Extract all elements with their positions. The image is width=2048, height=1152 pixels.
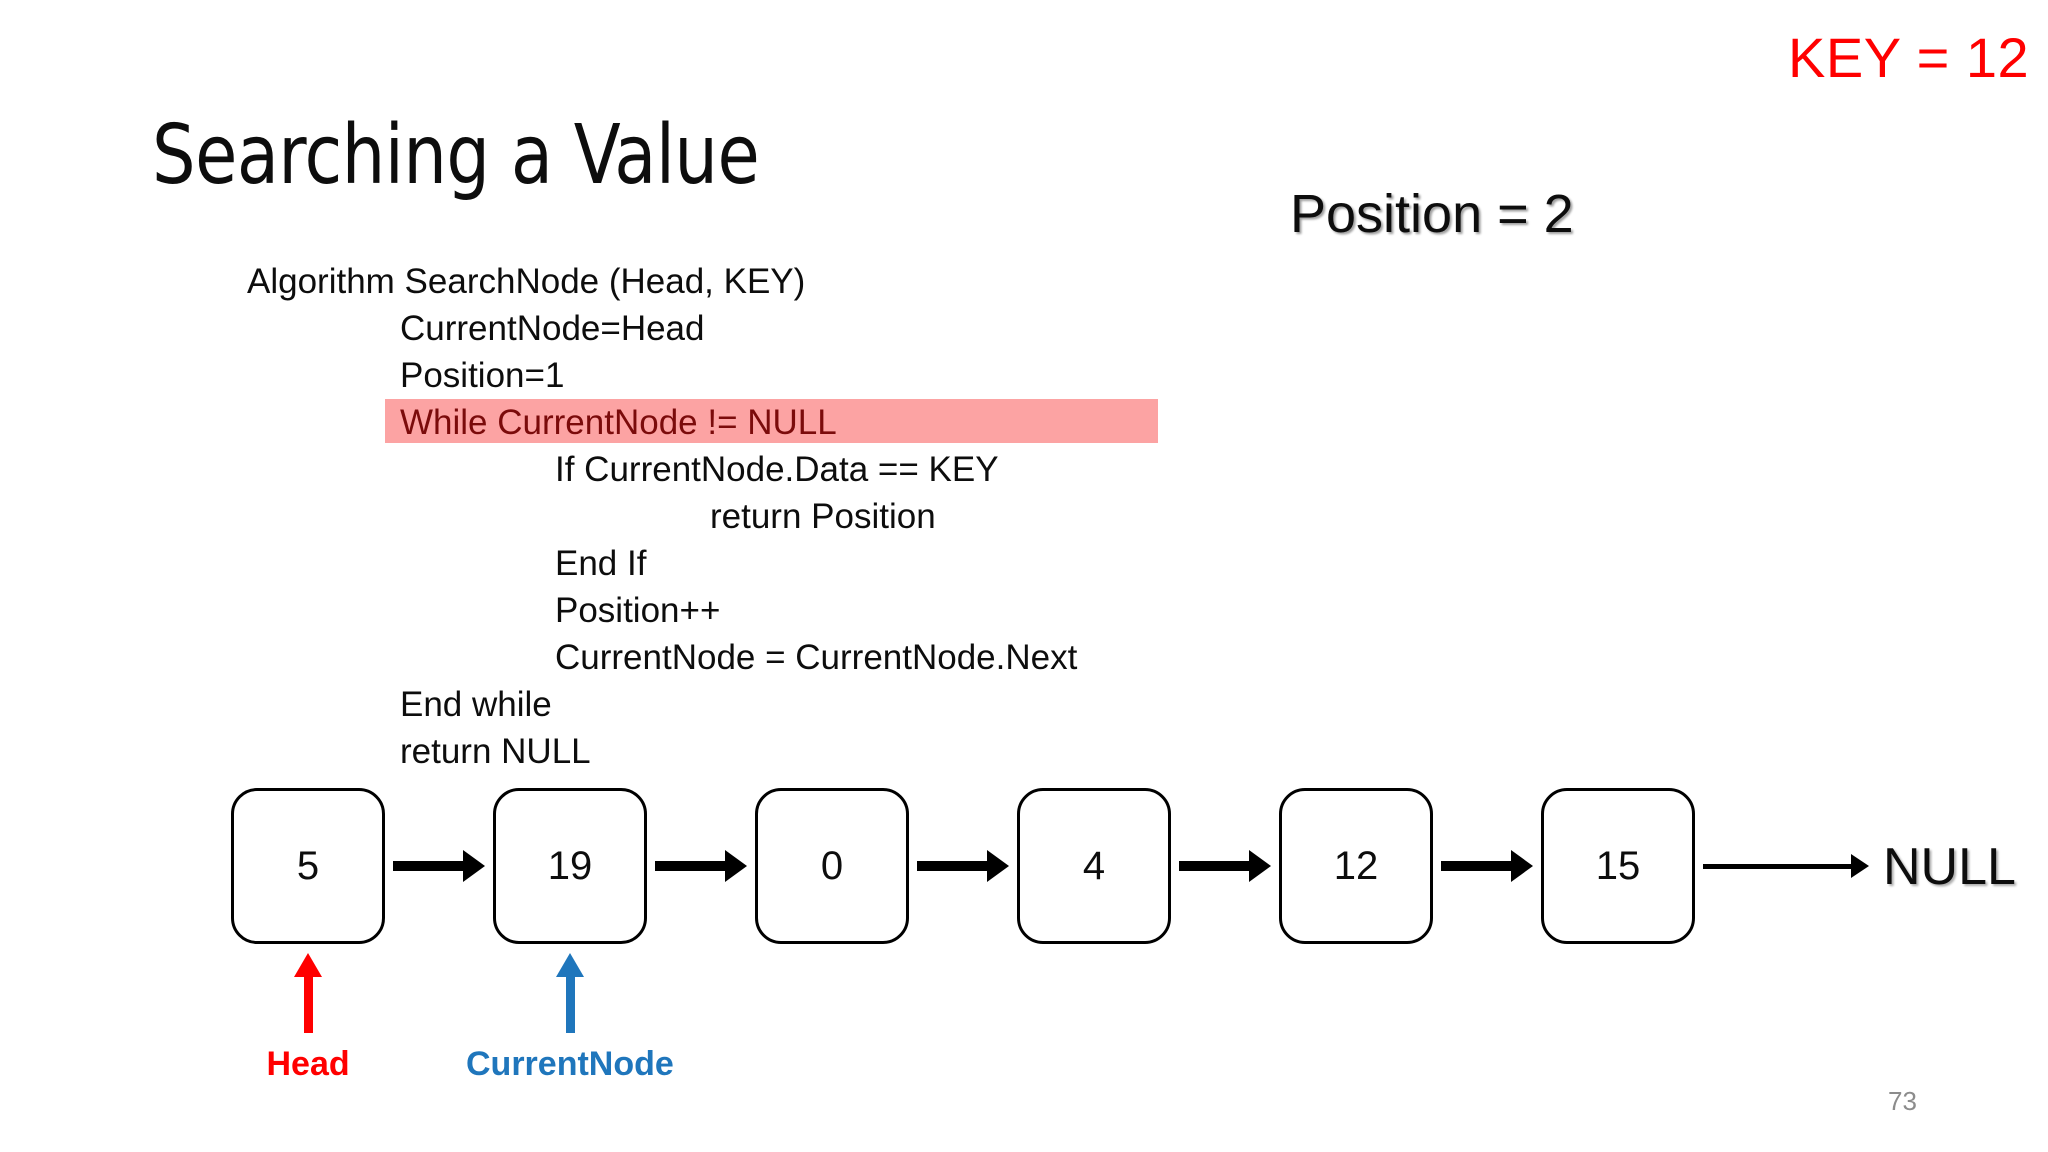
pseudocode-line: Position++ — [247, 587, 1347, 634]
pseudocode-line: While CurrentNode != NULL — [247, 399, 1347, 446]
pseudocode-line: return NULL — [247, 728, 1347, 775]
pointer-label: CurrentNode — [466, 1045, 674, 1083]
position-readout-label: Position = 2 — [1290, 184, 1574, 244]
list-node: 15 — [1541, 788, 1695, 944]
pseudocode-line-text: return Position — [710, 497, 936, 536]
null-link-arrow-icon — [1703, 854, 1869, 878]
list-node-value: 12 — [1333, 843, 1379, 888]
next-link-arrow-icon — [1179, 850, 1271, 882]
pseudocode-highlight-band — [385, 399, 1158, 443]
pseudocode-line: CurrentNode=Head — [247, 305, 1347, 352]
pseudocode-line: If CurrentNode.Data == KEY — [247, 446, 1347, 493]
next-link-arrow-icon — [655, 850, 747, 882]
pseudocode-line-text: CurrentNode=Head — [400, 309, 705, 348]
list-node: 0 — [755, 788, 909, 944]
pointer-arrowhead-icon — [294, 953, 322, 977]
next-link-arrow-icon — [1441, 850, 1533, 882]
pseudocode-line-text: If CurrentNode.Data == KEY — [555, 450, 999, 489]
pointer-stem — [304, 975, 313, 1033]
pseudocode-line-text: CurrentNode = CurrentNode.Next — [555, 638, 1078, 677]
pseudocode-line: Algorithm SearchNode (Head, KEY) — [247, 258, 1347, 305]
page-title: Searching a Value — [152, 108, 760, 203]
pseudocode-line-text: While CurrentNode != NULL — [400, 403, 837, 442]
list-node: 12 — [1279, 788, 1433, 944]
list-node: 19 — [493, 788, 647, 944]
list-node-value: 0 — [820, 843, 844, 888]
list-node: 4 — [1017, 788, 1171, 944]
key-value-label: KEY = 12 — [1788, 26, 2030, 89]
pseudocode-line: Position=1 — [247, 352, 1347, 399]
next-link-arrow-icon — [917, 850, 1009, 882]
null-terminator-label: NULL — [1883, 838, 2016, 896]
pseudocode-line-text: return NULL — [400, 732, 591, 771]
list-node: 5 — [231, 788, 385, 944]
pseudocode-line: End while — [247, 681, 1347, 728]
pseudocode-line: return Position — [247, 493, 1347, 540]
pointer-arrowhead-icon — [556, 953, 584, 977]
pseudocode-line-text: End If — [555, 544, 647, 583]
pointer-label: Head — [266, 1045, 350, 1083]
page-number: 73 — [1888, 1086, 1917, 1116]
pseudocode-block: Algorithm SearchNode (Head, KEY) CurrentN… — [247, 258, 1347, 775]
pseudocode-line-text: Position++ — [555, 591, 721, 630]
list-node-value: 19 — [547, 843, 593, 888]
list-node-value: 5 — [296, 843, 320, 888]
pseudocode-line-text: Position=1 — [400, 356, 565, 395]
list-node-value: 4 — [1082, 843, 1106, 888]
pseudocode-line-text: Algorithm SearchNode (Head, KEY) — [247, 262, 806, 301]
pseudocode-line: CurrentNode = CurrentNode.Next — [247, 634, 1347, 681]
list-node-value: 15 — [1595, 843, 1641, 888]
pseudocode-line: End If — [247, 540, 1347, 587]
pseudocode-line-text: End while — [400, 685, 552, 724]
next-link-arrow-icon — [393, 850, 485, 882]
pointer-stem — [566, 975, 575, 1033]
